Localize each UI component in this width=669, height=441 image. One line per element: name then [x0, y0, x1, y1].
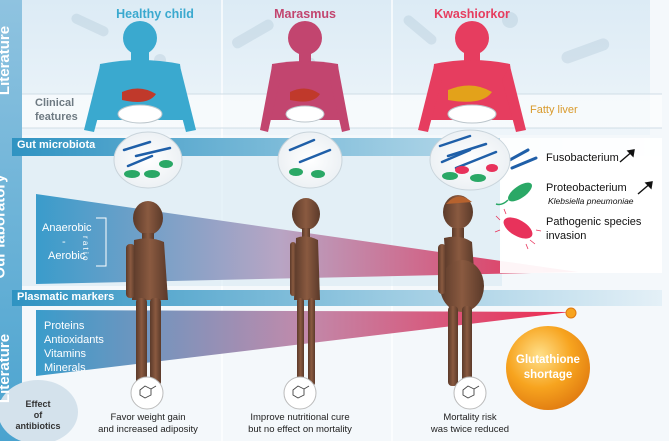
antibiotics-marasmus-line1: Improve nutritional cure — [250, 412, 350, 423]
plasmatic-item-vitamins: Vitamins — [44, 348, 86, 360]
ratio-aerobic: Aerobic — [48, 250, 86, 262]
marasmus-liver — [290, 88, 320, 102]
antibiotics-marasmus-line2: but no effect on mortality — [248, 424, 352, 435]
clinical-features-line1: Clinical — [35, 97, 75, 109]
plasmatic-item-minerals: Minerals — [44, 362, 86, 374]
healthy-liver — [122, 88, 156, 102]
legend-pathogenic-line1: Pathogenic species — [546, 216, 642, 228]
plasmatic-item-proteins: Proteins — [44, 320, 85, 332]
antibiotics-kwashiorkor-line1: Mortality risk — [443, 412, 497, 423]
side-strip — [0, 0, 22, 441]
glutathione-sphere — [506, 326, 590, 410]
kwashiorkor-gut — [429, 129, 511, 191]
glutathione-dot — [565, 307, 577, 319]
ratio-word: r a t i o — [81, 236, 90, 261]
legend-pathogenic-line2: invasion — [546, 230, 587, 242]
side-label-literature-top: Literature — [0, 25, 14, 96]
plasmatic-item-antioxidants: Antioxidants — [44, 334, 104, 346]
legend-fusobacterium: Fusobacterium — [546, 152, 619, 164]
antibiotic-icons — [130, 376, 487, 410]
legend-proteobacterium: Proteobacterium — [546, 182, 627, 194]
plasmatic-band — [12, 290, 662, 306]
side-label-our-laboratory: Our laboratory — [0, 174, 9, 279]
header-kwashiorkor: Kwashiorkor — [434, 7, 510, 21]
clinical-features-line2: features — [35, 111, 78, 123]
pathogen-icon — [494, 208, 542, 250]
antibiotics-bubble — [0, 380, 78, 441]
legend-klebsiella: Klebsiella pneumoniae — [548, 196, 634, 206]
antibiotics-healthy-line1: Favor weight gain — [110, 412, 186, 423]
antibiotics-healthy-line2: and increased adiposity — [98, 424, 198, 435]
ratio-anaerobic: Anaerobic — [42, 222, 92, 234]
antibiotics-label-line2: of — [33, 410, 43, 420]
antibiotics-kwashiorkor-line2: was twice reduced — [430, 424, 510, 435]
kwashiorkor-child-figure — [438, 195, 484, 386]
proteobacterium-icon — [495, 182, 532, 206]
molecule-structures — [139, 385, 480, 399]
kwashiorkor-liver — [448, 85, 492, 102]
glutathione-line2: shortage — [523, 369, 573, 381]
marasmus-child-figure — [290, 198, 320, 386]
healthy-child-figure — [126, 201, 168, 386]
header-healthy-child: Healthy child — [116, 7, 194, 21]
intestines — [117, 104, 497, 124]
ratio-dash: - — [62, 236, 66, 248]
increase-arrows — [619, 149, 653, 195]
header-marasmus: Marasmus — [274, 7, 336, 21]
glutathione-line1: Glutathione — [516, 354, 580, 366]
healthy-gut — [113, 131, 183, 189]
antibiotics-label-line3: antibiotics — [15, 421, 61, 431]
gut-microbiota-label: Gut microbiota — [17, 139, 96, 151]
fatty-liver-label: Fatty liver — [530, 104, 578, 116]
antibiotics-label-line1: Effect — [25, 399, 51, 409]
plasmatic-markers-label: Plasmatic markers — [17, 291, 115, 303]
marasmus-gut — [277, 131, 343, 189]
side-label-literature-bottom: Literature — [0, 333, 14, 404]
